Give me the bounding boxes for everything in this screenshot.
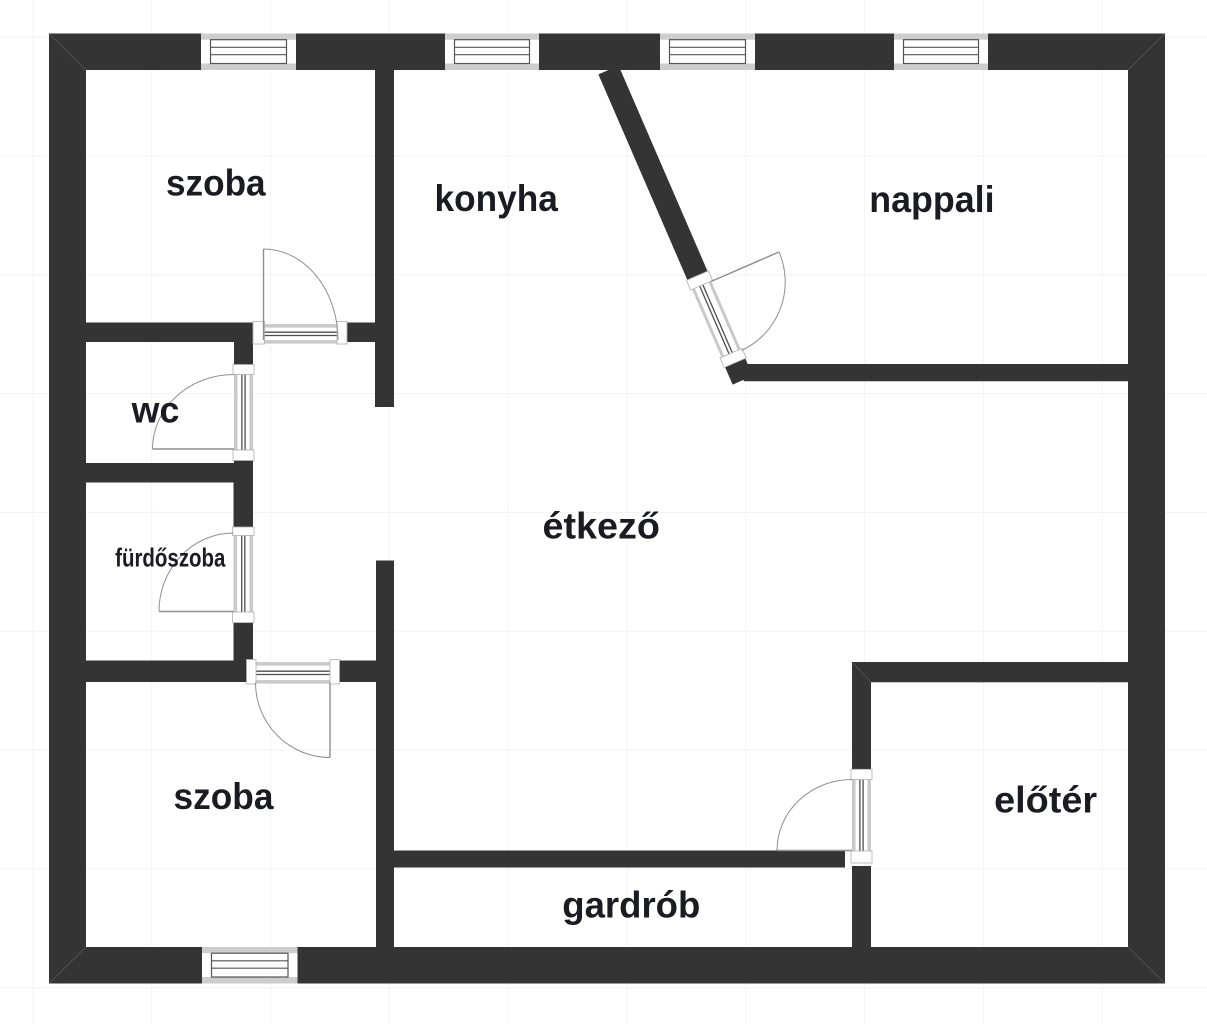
svg-text:szoba: szoba [174,776,274,817]
svg-text:étkező: étkező [543,505,660,546]
svg-text:wc: wc [131,390,180,431]
svg-text:nappali: nappali [869,179,994,220]
svg-text:konyha: konyha [435,178,559,219]
svg-text:szoba: szoba [166,162,266,203]
svg-text:fürdőszoba: fürdőszoba [115,543,226,573]
svg-text:előtér: előtér [994,780,1097,821]
svg-text:gardrób: gardrób [562,885,700,926]
